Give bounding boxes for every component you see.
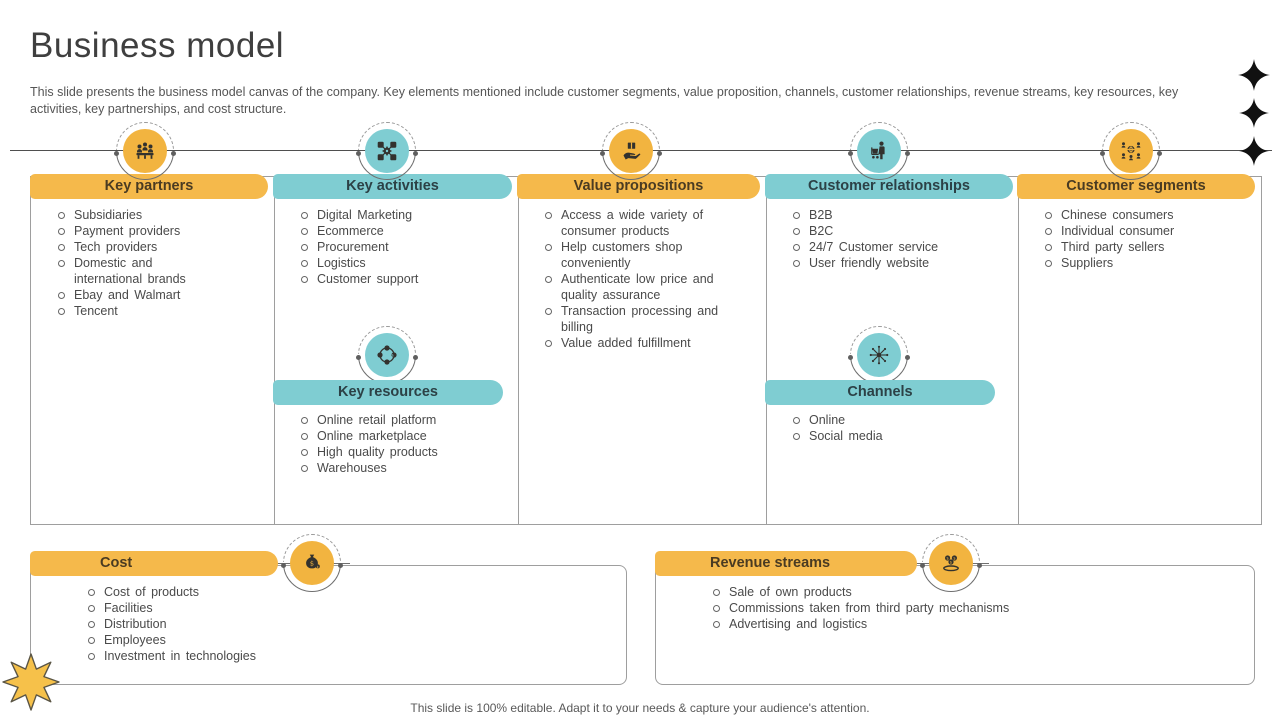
column-divider bbox=[766, 177, 767, 524]
list-item: Domestic and international brands bbox=[56, 255, 221, 287]
list-item: Authenticate low price and quality assur… bbox=[543, 271, 728, 303]
list-item: Warehouses bbox=[299, 460, 496, 476]
list-item: Sale of own products bbox=[711, 584, 1241, 600]
list-item: Individual consumer bbox=[1043, 223, 1240, 239]
channels-list: Online Social media bbox=[791, 412, 996, 444]
list-item: Investment in technologies bbox=[86, 648, 606, 664]
column-divider bbox=[518, 177, 519, 524]
list-item: Help customers shop conveniently bbox=[543, 239, 728, 271]
key-partners-list: Subsidiaries Payment providers Tech prov… bbox=[56, 207, 221, 319]
list-item: Social media bbox=[791, 428, 996, 444]
coins-icon: $ $ $ bbox=[929, 541, 973, 585]
list-item: Access a wide variety of consumer produc… bbox=[543, 207, 728, 239]
customer-relationships-badge bbox=[848, 122, 910, 180]
list-item: Digital Marketing bbox=[299, 207, 496, 223]
list-item: Tech providers bbox=[56, 239, 221, 255]
list-item: Distribution bbox=[86, 616, 606, 632]
sparkle-star-icon bbox=[1239, 98, 1271, 130]
list-item: User friendly website bbox=[791, 255, 996, 271]
list-item: Third party sellers bbox=[1043, 239, 1240, 255]
column-divider bbox=[274, 177, 275, 524]
section-header-key-resources: Key resources bbox=[273, 380, 503, 405]
list-item: Subsidiaries bbox=[56, 207, 221, 223]
shopper-cart-icon bbox=[857, 129, 901, 173]
list-item: Employees bbox=[86, 632, 606, 648]
svg-text:¢: ¢ bbox=[317, 565, 319, 569]
list-item: Tencent bbox=[56, 303, 221, 319]
key-partners-badge bbox=[114, 122, 176, 180]
list-item: Customer support bbox=[299, 271, 496, 287]
list-item: Transaction processing and billing bbox=[543, 303, 728, 335]
page-title: Business model bbox=[30, 26, 285, 65]
partners-icon bbox=[123, 129, 167, 173]
hand-value-icon bbox=[609, 129, 653, 173]
list-item: Value added fulfillment bbox=[543, 335, 728, 351]
list-item: Suppliers bbox=[1043, 255, 1240, 271]
key-activities-badge bbox=[356, 122, 418, 180]
resources-ring-icon: $ bbox=[365, 333, 409, 377]
key-activities-list: Digital Marketing Ecommerce Procurement … bbox=[299, 207, 496, 287]
section-header-cost: Cost bbox=[30, 551, 278, 576]
list-item: Chinese consumers bbox=[1043, 207, 1240, 223]
list-item: B2B bbox=[791, 207, 996, 223]
section-header-customer-segments: Customer segments bbox=[1017, 174, 1255, 199]
list-item: Procurement bbox=[299, 239, 496, 255]
list-item: Commissions taken from third party mecha… bbox=[711, 600, 1241, 616]
list-item: High quality products bbox=[299, 444, 496, 460]
cost-list: Cost of products Facilities Distribution… bbox=[86, 584, 606, 664]
list-item: Facilities bbox=[86, 600, 606, 616]
list-item: Logistics bbox=[299, 255, 496, 271]
process-gear-icon bbox=[365, 129, 409, 173]
canvas-grid bbox=[30, 176, 1262, 525]
list-item: Ebay and Walmart bbox=[56, 287, 221, 303]
list-item: Ecommerce bbox=[299, 223, 496, 239]
revenue-badge: $ $ $ bbox=[920, 534, 982, 592]
list-item: 24/7 Customer service bbox=[791, 239, 996, 255]
section-header-channels: Channels bbox=[765, 380, 995, 405]
key-resources-list: Online retail platform Online marketplac… bbox=[299, 412, 496, 476]
money-bag-icon: $ ¢ bbox=[290, 541, 334, 585]
value-propositions-badge bbox=[600, 122, 662, 180]
channels-badge bbox=[848, 326, 910, 384]
eight-point-star-icon bbox=[2, 653, 60, 711]
list-item: Payment providers bbox=[56, 223, 221, 239]
svg-text:$: $ bbox=[391, 354, 393, 358]
column-divider bbox=[1018, 177, 1019, 524]
sparkle-star-icon bbox=[1238, 59, 1270, 91]
list-item: Cost of products bbox=[86, 584, 606, 600]
slide-subtitle: This slide presents the business model c… bbox=[30, 85, 1179, 116]
hub-network-icon bbox=[857, 333, 901, 377]
key-resources-badge: $ bbox=[356, 326, 418, 384]
list-item: Online marketplace bbox=[299, 428, 496, 444]
section-header-revenue-streams: Revenue streams bbox=[655, 551, 917, 576]
sparkle-star-icon bbox=[1239, 136, 1271, 168]
svg-text:$: $ bbox=[950, 559, 953, 564]
customer-relationships-list: B2B B2C 24/7 Customer service User frien… bbox=[791, 207, 996, 271]
svg-text:$: $ bbox=[310, 560, 314, 568]
list-item: Advertising and logistics bbox=[711, 616, 1241, 632]
customer-segments-list: Chinese consumers Individual consumer Th… bbox=[1043, 207, 1240, 271]
user-network-icon bbox=[1109, 129, 1153, 173]
list-item: Online bbox=[791, 412, 996, 428]
list-item: B2C bbox=[791, 223, 996, 239]
revenue-list: Sale of own products Commissions taken f… bbox=[711, 584, 1241, 632]
value-propositions-list: Access a wide variety of consumer produc… bbox=[543, 207, 728, 351]
cost-badge: $ ¢ bbox=[281, 534, 343, 592]
customer-segments-badge bbox=[1100, 122, 1162, 180]
list-item: Online retail platform bbox=[299, 412, 496, 428]
section-header-key-partners: Key partners bbox=[30, 174, 268, 199]
svg-text:$: $ bbox=[946, 555, 949, 560]
footer-note: This slide is 100% editable. Adapt it to… bbox=[410, 701, 870, 715]
svg-text:$: $ bbox=[953, 555, 956, 560]
